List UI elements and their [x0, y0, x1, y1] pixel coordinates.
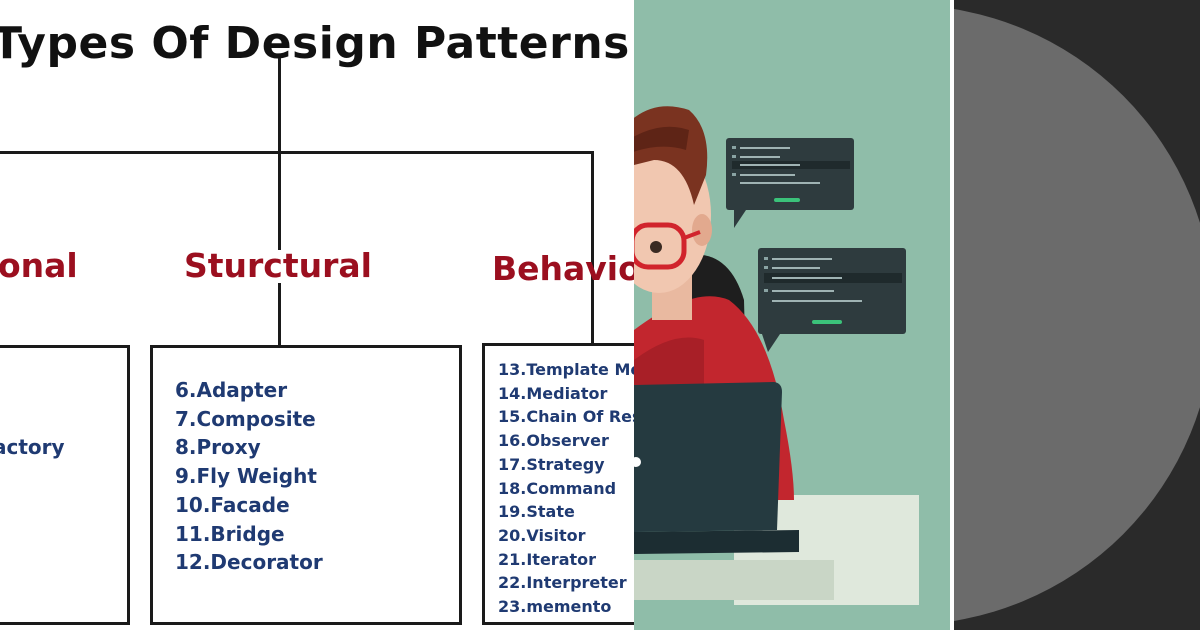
- list-item: 15.Chain Of Res: [498, 405, 634, 429]
- list-item: actory: [0, 435, 65, 459]
- eye-shape: [650, 241, 662, 253]
- list-item: 7.Composite: [175, 405, 323, 434]
- list-item: 22.Interpreter: [498, 571, 634, 595]
- developer-illustration: [634, 0, 950, 630]
- creational-list: actory: [0, 435, 65, 459]
- list-item: 18.Command: [498, 477, 634, 501]
- ear-shape: [692, 214, 712, 246]
- laptop-base: [634, 530, 799, 554]
- list-item: 13.Template Me: [498, 358, 634, 382]
- diagram-title: Types Of Design Patterns: [0, 18, 630, 69]
- developer-illustration-art: [634, 0, 950, 630]
- list-item: 9.Fly Weight: [175, 462, 323, 491]
- list-item: 8.Proxy: [175, 433, 323, 462]
- structural-list: 6.Adapter 7.Composite 8.Proxy 9.Fly Weig…: [175, 376, 323, 577]
- laptop-shape: [634, 382, 782, 532]
- behavioral-box: 13.Template Me 14.Mediator 15.Chain Of R…: [482, 343, 634, 625]
- behavioral-list: 13.Template Me 14.Mediator 15.Chain Of R…: [498, 358, 634, 619]
- list-item: 16.Observer: [498, 429, 634, 453]
- category-behavioral: Behavio: [492, 249, 634, 288]
- list-item: 6.Adapter: [175, 376, 323, 405]
- structural-box: 6.Adapter 7.Composite 8.Proxy 9.Fly Weig…: [150, 345, 462, 625]
- category-structural: Sturctural: [184, 246, 372, 285]
- list-item: 14.Mediator: [498, 382, 634, 406]
- list-item: 20.Visitor: [498, 524, 634, 548]
- list-item: 21.Iterator: [498, 548, 634, 572]
- dark-panel: [954, 0, 1200, 630]
- list-item: 19.State: [498, 500, 634, 524]
- desk-shadow: [634, 560, 834, 600]
- disc-shape: [954, 5, 1200, 625]
- design-patterns-diagram: Types Of Design Patterns onal Sturctural…: [0, 0, 634, 630]
- connector-structural-lower: [278, 283, 281, 346]
- code-window-icon: [726, 138, 854, 228]
- connector-structural-upper: [278, 154, 281, 250]
- creational-box: actory: [0, 345, 130, 625]
- code-window-icon: [758, 248, 906, 352]
- list-item: 11.Bridge: [175, 520, 323, 549]
- list-item: 12.Decorator: [175, 548, 323, 577]
- category-creational: onal: [0, 246, 78, 285]
- list-item: 17.Strategy: [498, 453, 634, 477]
- connector-horizontal: [0, 151, 594, 154]
- connector-trunk: [278, 58, 281, 154]
- list-item: 10.Facade: [175, 491, 323, 520]
- list-item: 23.memento: [498, 595, 634, 619]
